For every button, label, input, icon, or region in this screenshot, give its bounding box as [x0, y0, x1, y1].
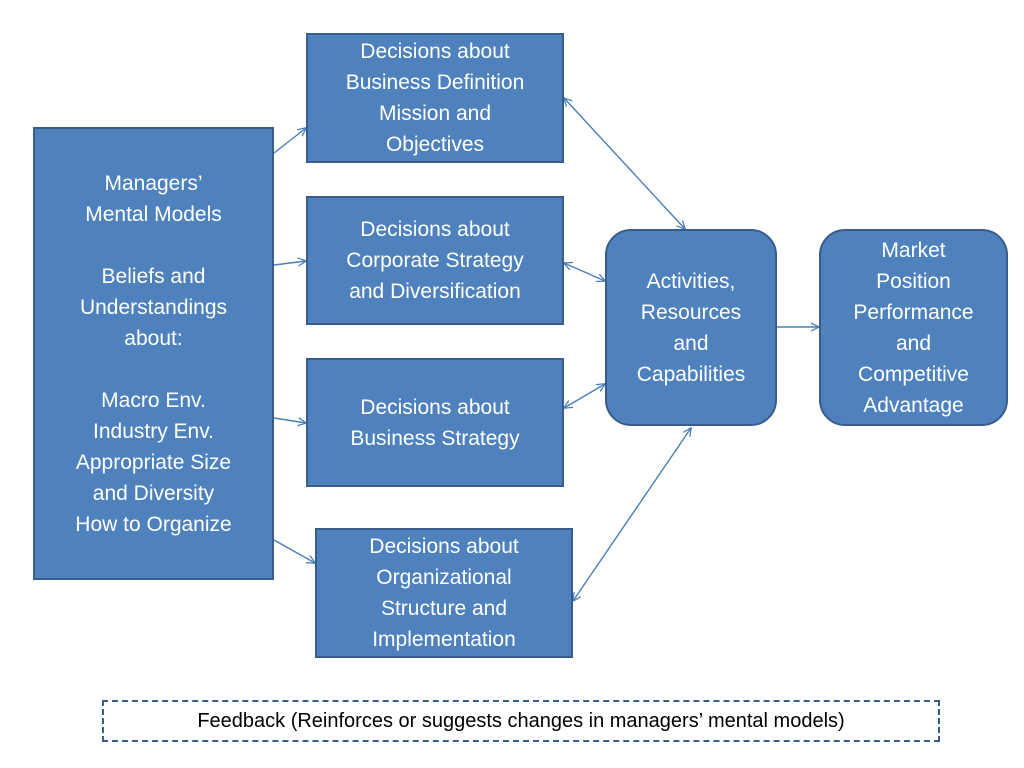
organizational-structure-text: Decisions about Organizational Structure…	[369, 535, 519, 651]
arrow-business-strategy-activities	[564, 384, 605, 408]
feedback-text: Feedback (Reinforces or suggests changes…	[197, 709, 845, 732]
market-text: Market Position Performance and Competit…	[853, 238, 974, 417]
market-box: Market Position Performance and Competit…	[819, 229, 1008, 426]
business-definition-box: Decisions about Business Definition Miss…	[306, 33, 564, 163]
organizational-structure-box: Decisions about Organizational Structure…	[315, 528, 573, 658]
activities-box: Activities, Resources and Capabilities	[605, 229, 777, 426]
arrow-models-to-business-strategy	[273, 418, 306, 423]
arrow-corporate-strategy-activities	[564, 263, 605, 281]
activities-text: Activities, Resources and Capabilities	[636, 269, 746, 386]
arrow-business-definition-activities	[564, 98, 685, 229]
arrow-models-to-corporate-strategy	[273, 261, 306, 265]
mental-models-box: Managers’ Mental Models Beliefs and Unde…	[33, 127, 274, 580]
arrow-models-to-organizational-structure	[273, 539, 315, 563]
business-strategy-text: Decisions about Business Strategy	[350, 395, 520, 450]
arrow-organizational-structure-activities	[573, 428, 691, 601]
arrow-models-to-business-definition	[273, 128, 306, 154]
mental-models-text: Managers’ Mental Models Beliefs and Unde…	[75, 171, 232, 536]
feedback-box: Feedback (Reinforces or suggests changes…	[102, 700, 940, 742]
corporate-strategy-box: Decisions about Corporate Strategy and D…	[306, 196, 564, 325]
business-strategy-box: Decisions about Business Strategy	[306, 358, 564, 487]
business-definition-text: Decisions about Business Definition Miss…	[345, 40, 525, 156]
corporate-strategy-text: Decisions about Corporate Strategy and D…	[346, 218, 524, 303]
